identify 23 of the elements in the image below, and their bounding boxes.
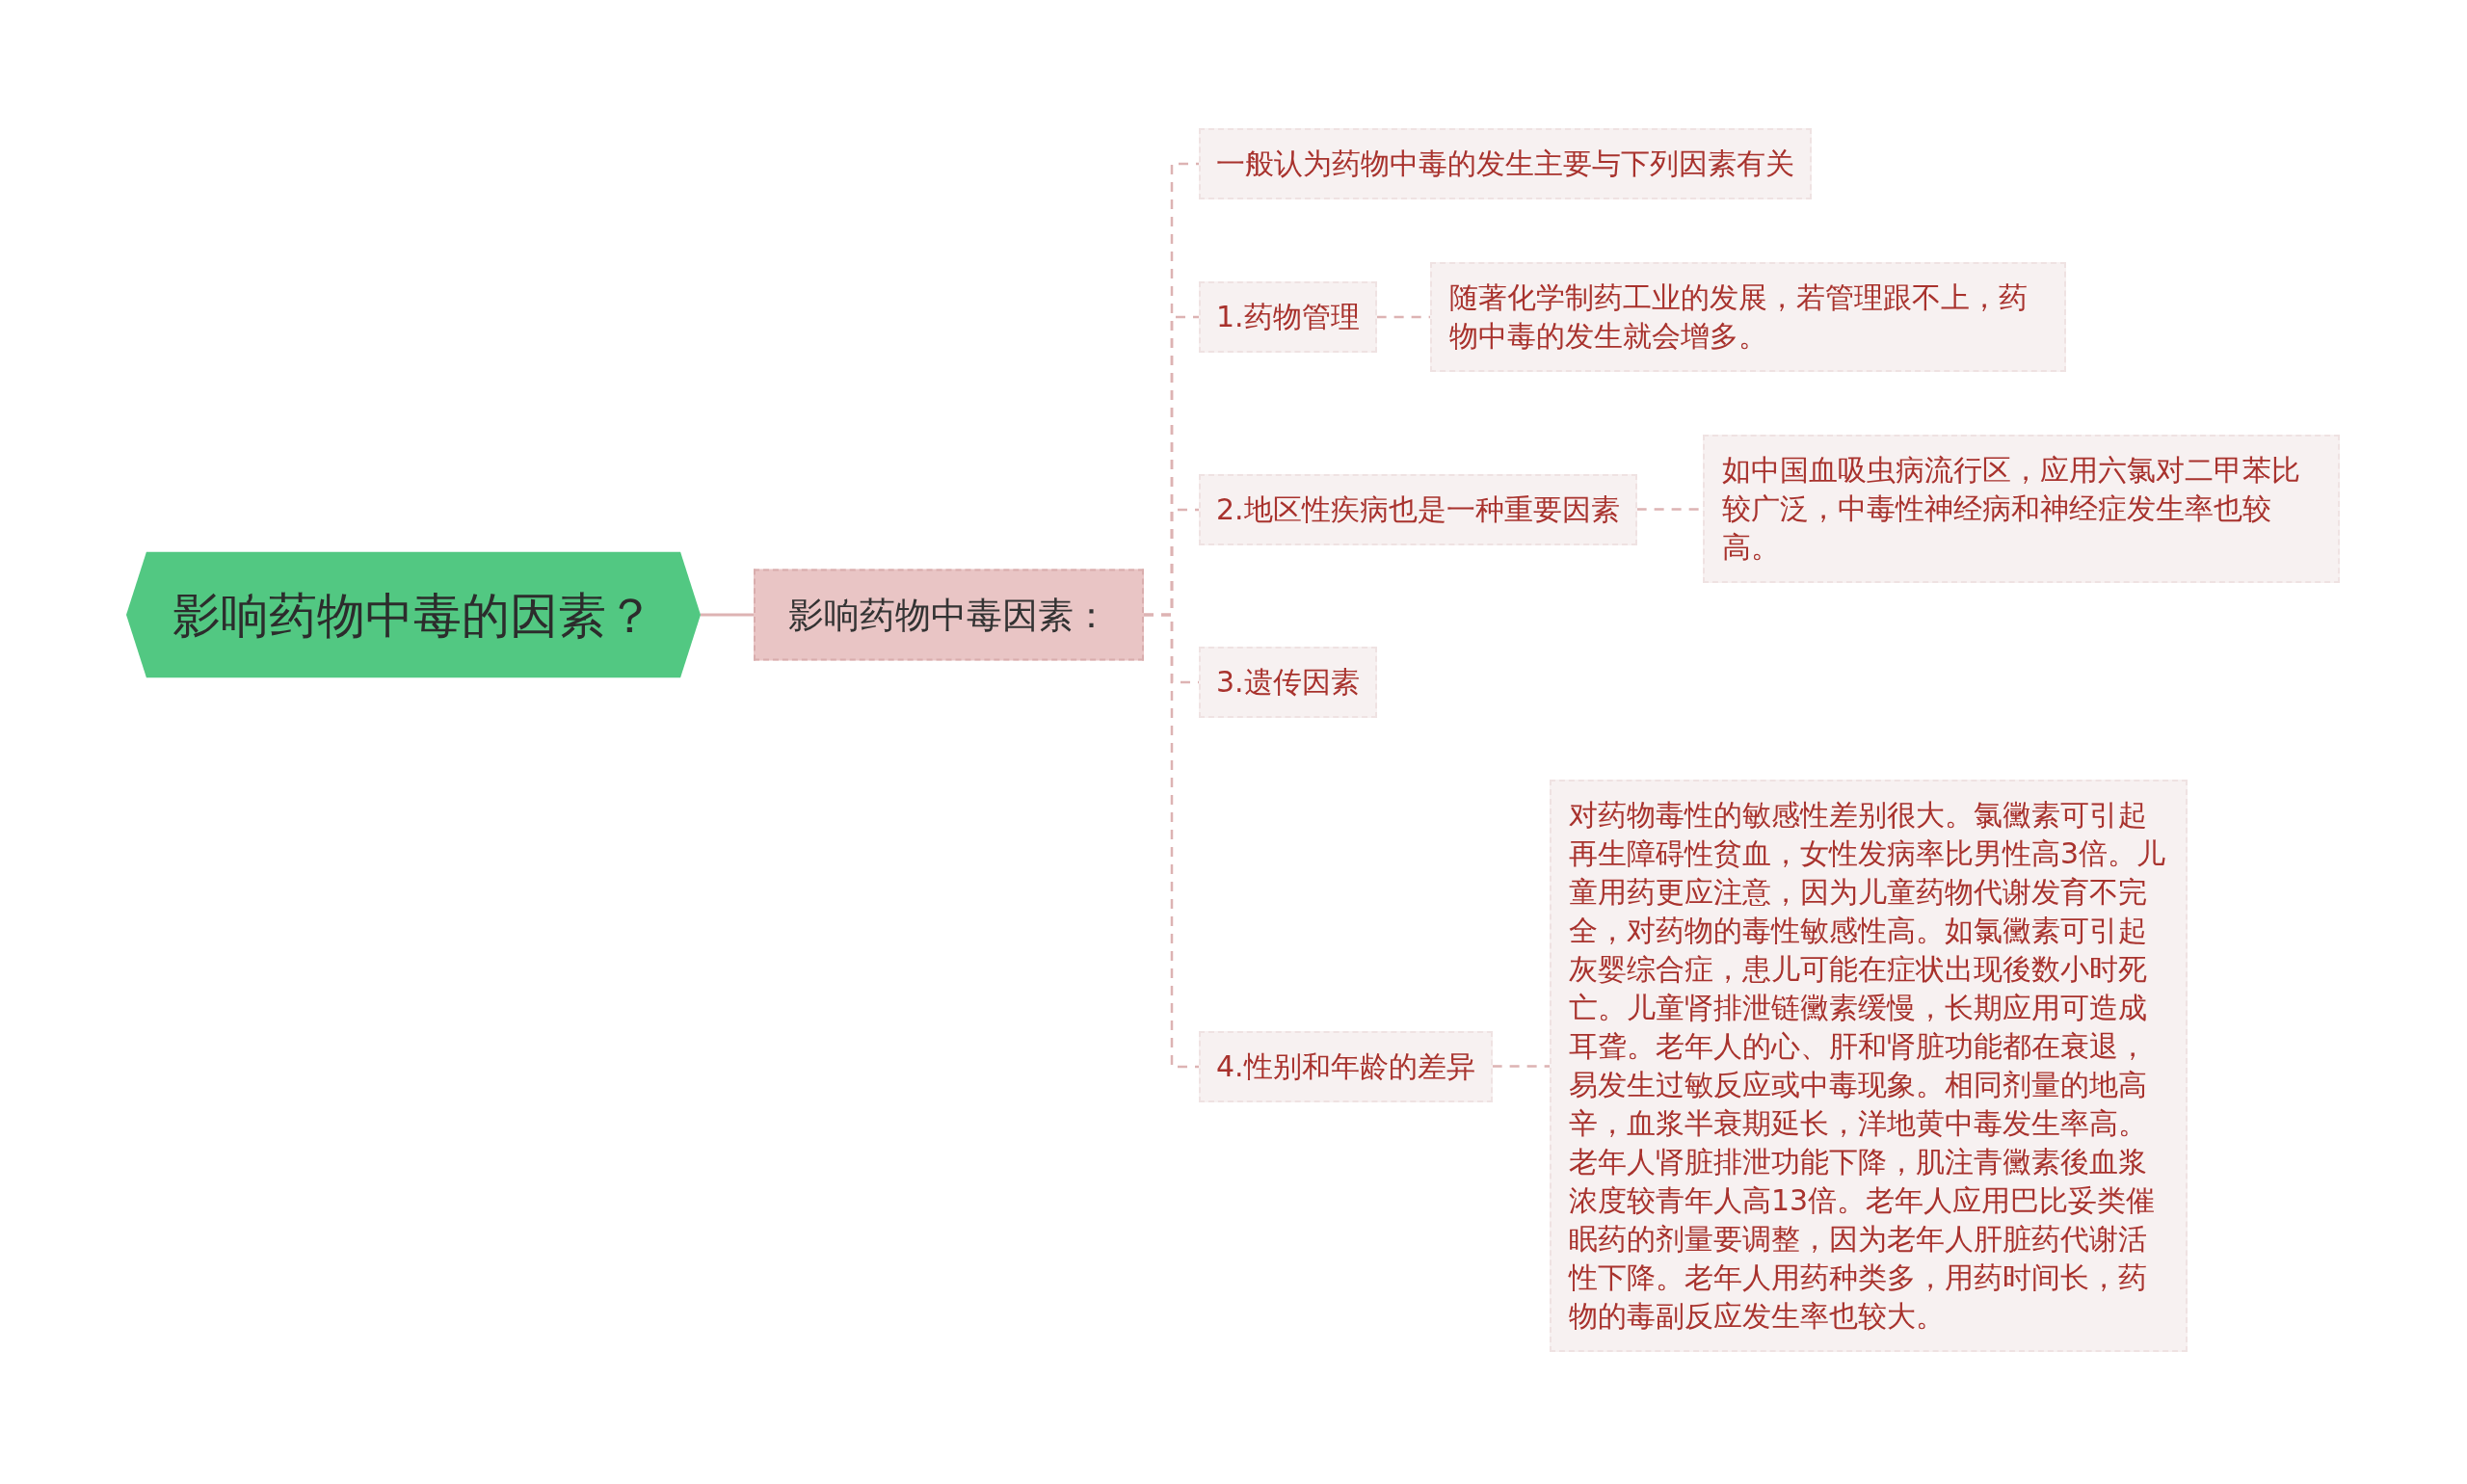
subtopic-box	[754, 569, 1144, 661]
branch-box	[1199, 128, 1812, 199]
note-text: 随著化学制药工业的发展，若管理跟不上，药物中毒的发生就会增多。	[1449, 279, 2029, 355]
branch-text: 3.遗传因素	[1216, 664, 1360, 701]
note-box	[1430, 262, 2066, 372]
connector-line	[701, 613, 754, 617]
branch-box	[1199, 1031, 1493, 1102]
topic-hexagon	[126, 551, 701, 678]
topic-title: 影响药物中毒的因素？	[172, 586, 654, 645]
branch-box	[1199, 647, 1377, 718]
note-text: 对药物毒性的敏感性差别很大。氯黴素可引起再生障碍性贫血，女性发病率比男性高3倍。儿童用药更应注意，因为儿童药物代谢发育不完全，对药物的毒性敏感性高。如氯黴素可引起灰婴综合症，患儿可能在症状出现後数小时死亡。儿童肾排泄链黴素缓慢，长期应用可造成耳聋。老年人的心、肝和肾脏功能都在衰退，易发生过敏反应或中毒现象。相同剂量的地高辛，血浆半衰期延长，洋地黄中毒发生率高。老年人肾脏排泄功能下降，肌注青黴素後血浆浓度较青年人高13倍。老年人应用巴比妥类催眠药的剂量要调整，因为老年人肝脏药代谢活性下降。老年人用药种类多，用药时间长，药物的毒副反应发生率也较大。	[1569, 797, 2167, 1335]
branch-box	[1199, 474, 1637, 545]
branch-text: 一般认为药物中毒的发生主要与下列因素有关	[1216, 146, 1794, 182]
subtopic-text: 影响药物中毒因素：	[788, 593, 1109, 637]
branch-text: 4.性别和年龄的差异	[1216, 1048, 1475, 1085]
connector-line	[1144, 613, 1199, 1069]
connector-line	[1376, 315, 1430, 319]
branch-text: 1.药物管理	[1216, 299, 1360, 335]
branch-box	[1199, 281, 1377, 353]
note-text: 如中国血吸虫病流行区，应用六氯对二甲苯比较广泛，中毒性神经病和神经症发生率也较高。	[1722, 452, 2301, 566]
branch-text: 2.地区性疾病也是一种重要因素	[1216, 491, 1620, 528]
note-box	[1703, 435, 2340, 583]
connector-line	[1492, 1065, 1550, 1068]
